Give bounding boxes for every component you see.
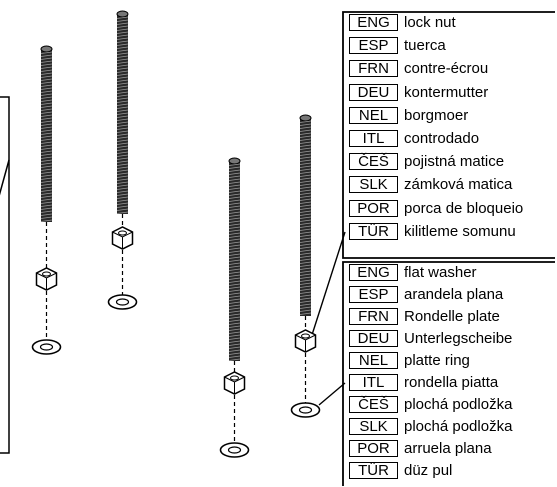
translated-term: porca de bloqueio: [404, 199, 524, 217]
flat-washer-1: [31, 339, 62, 355]
lock-nut-1: [35, 267, 58, 291]
translated-term: arandela plana: [404, 286, 504, 303]
language-code: ITL: [349, 374, 398, 391]
legend-frames: [342, 11, 555, 486]
flat-washer-3: [219, 442, 250, 458]
translated-term: platte ring: [404, 352, 470, 369]
threaded-rod-4: [299, 114, 312, 332]
language-code: DEU: [349, 330, 398, 347]
language-code: POR: [349, 199, 398, 217]
threaded-rod-1: [40, 45, 53, 270]
language-code: ENG: [349, 264, 398, 281]
language-code: SLK: [349, 176, 398, 194]
lock-nut-3: [223, 371, 246, 395]
language-code: ESP: [349, 286, 398, 303]
translated-term: contre-écrou: [404, 60, 489, 78]
translated-term: controdado: [404, 130, 480, 147]
translated-term: borgmoer: [404, 106, 469, 124]
language-code: ČEŠ: [349, 396, 398, 413]
translated-term: zámková matica: [404, 176, 513, 194]
left-bracket: [0, 96, 10, 454]
translated-term: plochá podložka: [404, 418, 513, 435]
language-code: FRN: [349, 308, 398, 325]
language-code: NEL: [349, 106, 398, 124]
translated-term: düz pul: [404, 462, 453, 479]
language-code: NEL: [349, 352, 398, 369]
language-code: ITL: [349, 130, 398, 147]
translated-term: plochá podložka: [404, 396, 513, 413]
flat-washer-2: [107, 294, 138, 310]
translated-term: lock nut: [404, 14, 456, 31]
language-code: DEU: [349, 83, 398, 101]
translated-term: arruela plana: [404, 440, 492, 457]
language-code: FRN: [349, 60, 398, 78]
language-code: ESP: [349, 37, 398, 55]
language-code: TÜR: [349, 222, 398, 240]
lock-nut-4: [294, 329, 317, 353]
leader-lines: [310, 231, 346, 406]
language-code: TÜR: [349, 462, 398, 479]
translated-term: Rondelle plate: [404, 308, 500, 325]
language-code: SLK: [349, 418, 398, 435]
language-code: POR: [349, 440, 398, 457]
language-code: ENG: [349, 14, 398, 31]
translated-term: tuerca: [404, 37, 446, 55]
translated-term: rondella piatta: [404, 374, 499, 391]
lock-nut-2: [111, 226, 134, 250]
translated-term: pojistná matice: [404, 153, 505, 171]
translated-term: flat washer: [404, 264, 477, 281]
translated-term: kontermutter: [404, 83, 489, 101]
language-code: ČEŠ: [349, 153, 398, 171]
thread-marks: [40, 16, 312, 361]
translated-term: kilitleme somunu: [404, 222, 516, 240]
translated-term: Unterlegscheibe: [404, 330, 513, 347]
flat-washer-4: [290, 402, 321, 418]
